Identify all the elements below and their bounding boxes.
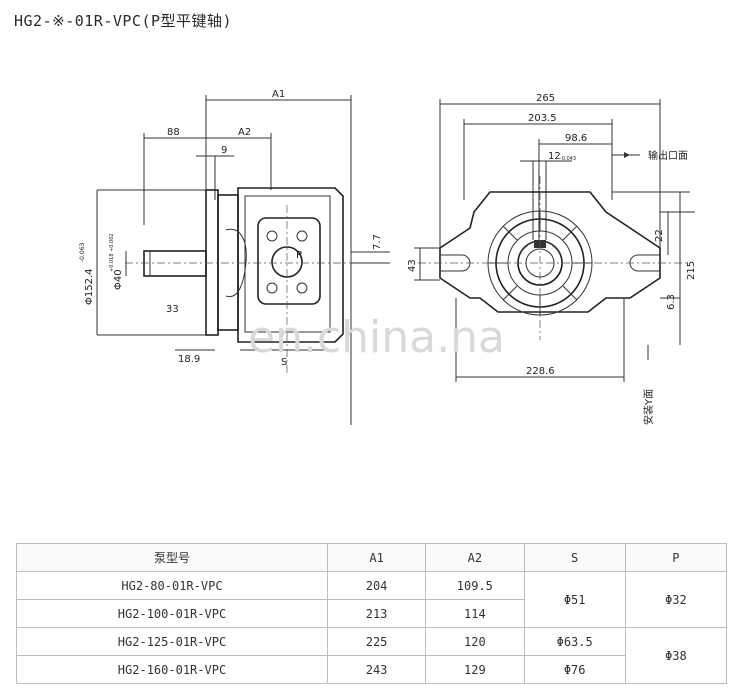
header-s: S <box>523 543 626 572</box>
table-row: HG2-125-01R-VPC 225 120 Φ63.5 Φ38 <box>16 627 728 684</box>
cell-a1: 225 <box>326 627 427 656</box>
dim-43: 43 <box>407 259 418 272</box>
cell-s: Φ76 <box>523 655 626 684</box>
cell-a1: 243 <box>326 655 427 684</box>
table-row: HG2-100-01R-VPC 213 114 <box>16 599 727 628</box>
cell-model: HG2-100-01R-VPC <box>16 599 328 628</box>
cell-model: HG2-80-01R-VPC <box>16 571 328 600</box>
dim-18-9: 18.9 <box>178 354 200 365</box>
dim-a1: A1 <box>272 89 285 100</box>
dim-215: 215 <box>686 261 697 280</box>
dim-33: 33 <box>166 304 179 315</box>
dim-265: 265 <box>536 93 555 104</box>
dim-12-tol: -0.043 <box>560 156 576 162</box>
dim-7-7: 7.7 <box>372 234 383 250</box>
table-row: HG2-160-01R-VPC 243 129 Φ76 <box>16 655 727 684</box>
table-header-row: 泵型号 A1 A2 S P <box>16 543 728 572</box>
header-p: P <box>624 543 728 572</box>
dim-6-3: 6.3 <box>666 294 677 310</box>
dim-dia-152-4: Φ152.4 <box>84 269 95 306</box>
header-model: 泵型号 <box>16 543 328 572</box>
cell-model: HG2-125-01R-VPC <box>16 627 328 656</box>
label-s: S <box>281 357 287 368</box>
drawing-title: HG2-※-01R-VPC(P型平键轴) <box>14 12 233 30</box>
dim-dia-40-tol: +0.018 +0.002 <box>109 233 115 272</box>
cell-a2: 109.5 <box>425 571 525 600</box>
cell-p: Φ38 <box>624 627 728 684</box>
label-p: P <box>296 250 302 261</box>
cell-a1: 213 <box>326 599 427 628</box>
label-y-face: 安装Y面 <box>642 389 655 425</box>
dim-228-6: 228.6 <box>526 366 555 377</box>
dim-22: 22 <box>654 229 665 242</box>
model-table: 泵型号 A1 A2 S P HG2-80-01R-VPC 204 109.5 Φ… <box>16 543 728 684</box>
side-view: A1 88 A2 9 P 7.7 <box>79 89 390 425</box>
front-view: 265 203.5 98.6 12 -0.043 输出口面 <box>407 93 697 425</box>
cell-s: Φ51 <box>523 571 626 628</box>
cell-a2: 129 <box>425 655 525 684</box>
header-a2: A2 <box>425 543 525 572</box>
header-a1: A1 <box>326 543 427 572</box>
dim-dia-152-4-tol: -0.063 <box>79 242 86 262</box>
dim-203-5: 203.5 <box>528 113 557 124</box>
cell-a1: 204 <box>326 571 427 600</box>
dim-a2: A2 <box>238 127 251 138</box>
cell-a2: 120 <box>425 627 525 656</box>
dim-98-6: 98.6 <box>565 133 587 144</box>
label-outlet-face: 输出口面 <box>648 149 688 162</box>
dim-88: 88 <box>167 127 180 138</box>
dim-9: 9 <box>221 145 227 156</box>
technical-drawing: A1 88 A2 9 P 7.7 <box>79 89 697 425</box>
cell-a2: 114 <box>425 599 525 628</box>
cell-model: HG2-160-01R-VPC <box>16 655 328 684</box>
dim-12: 12 <box>548 151 561 162</box>
cell-p: Φ32 <box>624 571 728 628</box>
watermark: en.china.na <box>248 312 505 363</box>
cell-s: Φ63.5 <box>523 627 626 656</box>
dim-dia-40: Φ40 <box>113 269 124 290</box>
table-row: HG2-80-01R-VPC 204 109.5 Φ51 Φ32 <box>16 571 728 628</box>
